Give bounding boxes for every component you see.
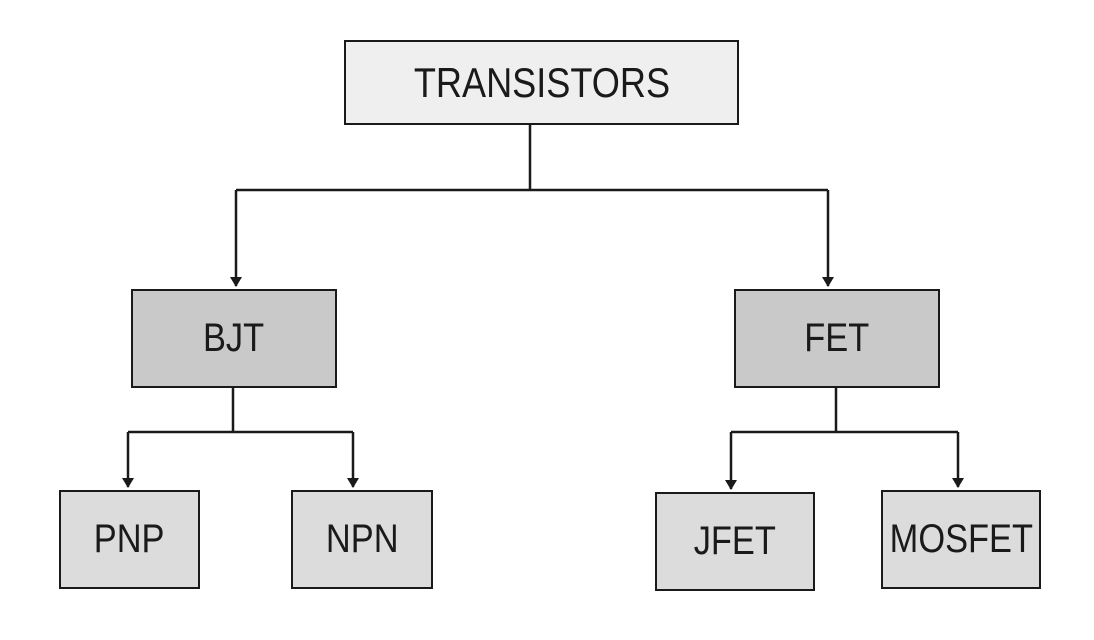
fet-connector — [731, 388, 958, 434]
node-npn: NPN — [291, 490, 433, 589]
root-connector — [236, 125, 828, 192]
bjt-connector — [128, 388, 353, 434]
node-label: JFET — [693, 519, 777, 563]
node-transistors: TRANSISTORS — [344, 40, 739, 125]
node-label: TRANSISTORS — [413, 58, 670, 106]
node-label: PNP — [94, 517, 165, 561]
node-bjt: BJT — [131, 289, 337, 388]
node-jfet: JFET — [655, 492, 815, 591]
node-label: BJT — [203, 316, 265, 360]
node-fet: FET — [734, 289, 940, 388]
node-label: NPN — [325, 517, 399, 561]
node-pnp: PNP — [59, 490, 200, 589]
node-mosfet: MOSFET — [881, 490, 1041, 589]
node-label: MOSFET — [889, 517, 1033, 561]
node-label: FET — [804, 316, 870, 360]
